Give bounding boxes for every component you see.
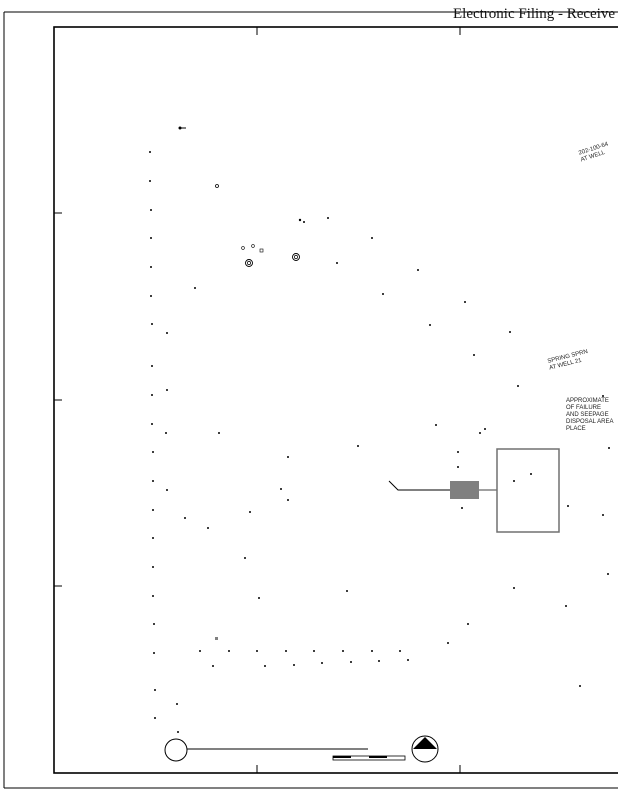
scale-bar-icon	[332, 755, 406, 761]
frame-ticks	[54, 27, 461, 773]
well-icon	[245, 259, 253, 267]
note-approximate-area: APPROXIMATE OF FAILURE AND SEEPAGE DISPO…	[566, 398, 614, 432]
north-arrow-icon	[411, 735, 439, 763]
survey-marks-left	[149, 151, 179, 733]
drawing-frame	[53, 26, 618, 774]
well-icon	[292, 253, 300, 261]
tank-structure	[450, 481, 479, 499]
survey-marks-bottom	[199, 650, 409, 667]
pipe-line	[388, 480, 451, 491]
well-icons	[241, 244, 300, 267]
disposal-area-outline	[496, 448, 560, 533]
match-circle-icon	[164, 738, 188, 762]
survey-marks-site	[178, 126, 610, 687]
filing-header: Electronic Filing - Receive	[453, 6, 616, 22]
